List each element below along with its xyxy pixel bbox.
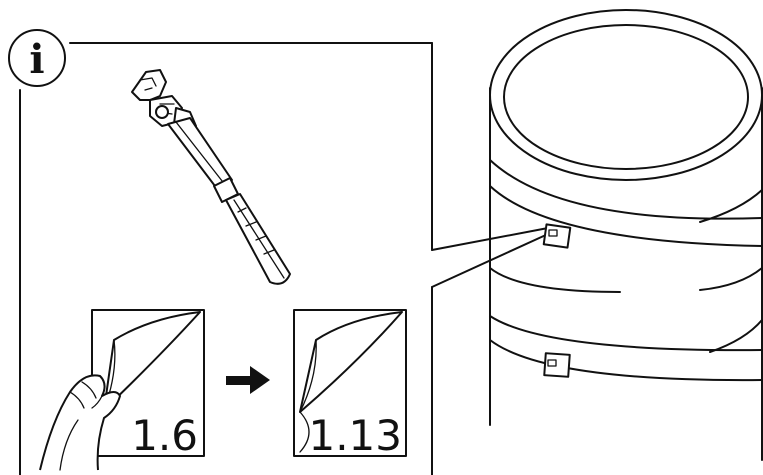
callout-frame (19, 42, 549, 475)
manual-page-left: 1.6 (39, 309, 205, 471)
tensioning-tool-illustration (131, 69, 291, 285)
arrow-right-icon (226, 366, 270, 394)
pipe-illustration (489, 9, 763, 461)
manual-page-right: 1.13 (293, 309, 407, 460)
page-number-from: 1.6 (131, 411, 198, 460)
page-number-to: 1.13 (308, 411, 402, 460)
info-icon-letter: i (29, 36, 44, 83)
info-icon: i (8, 29, 66, 87)
